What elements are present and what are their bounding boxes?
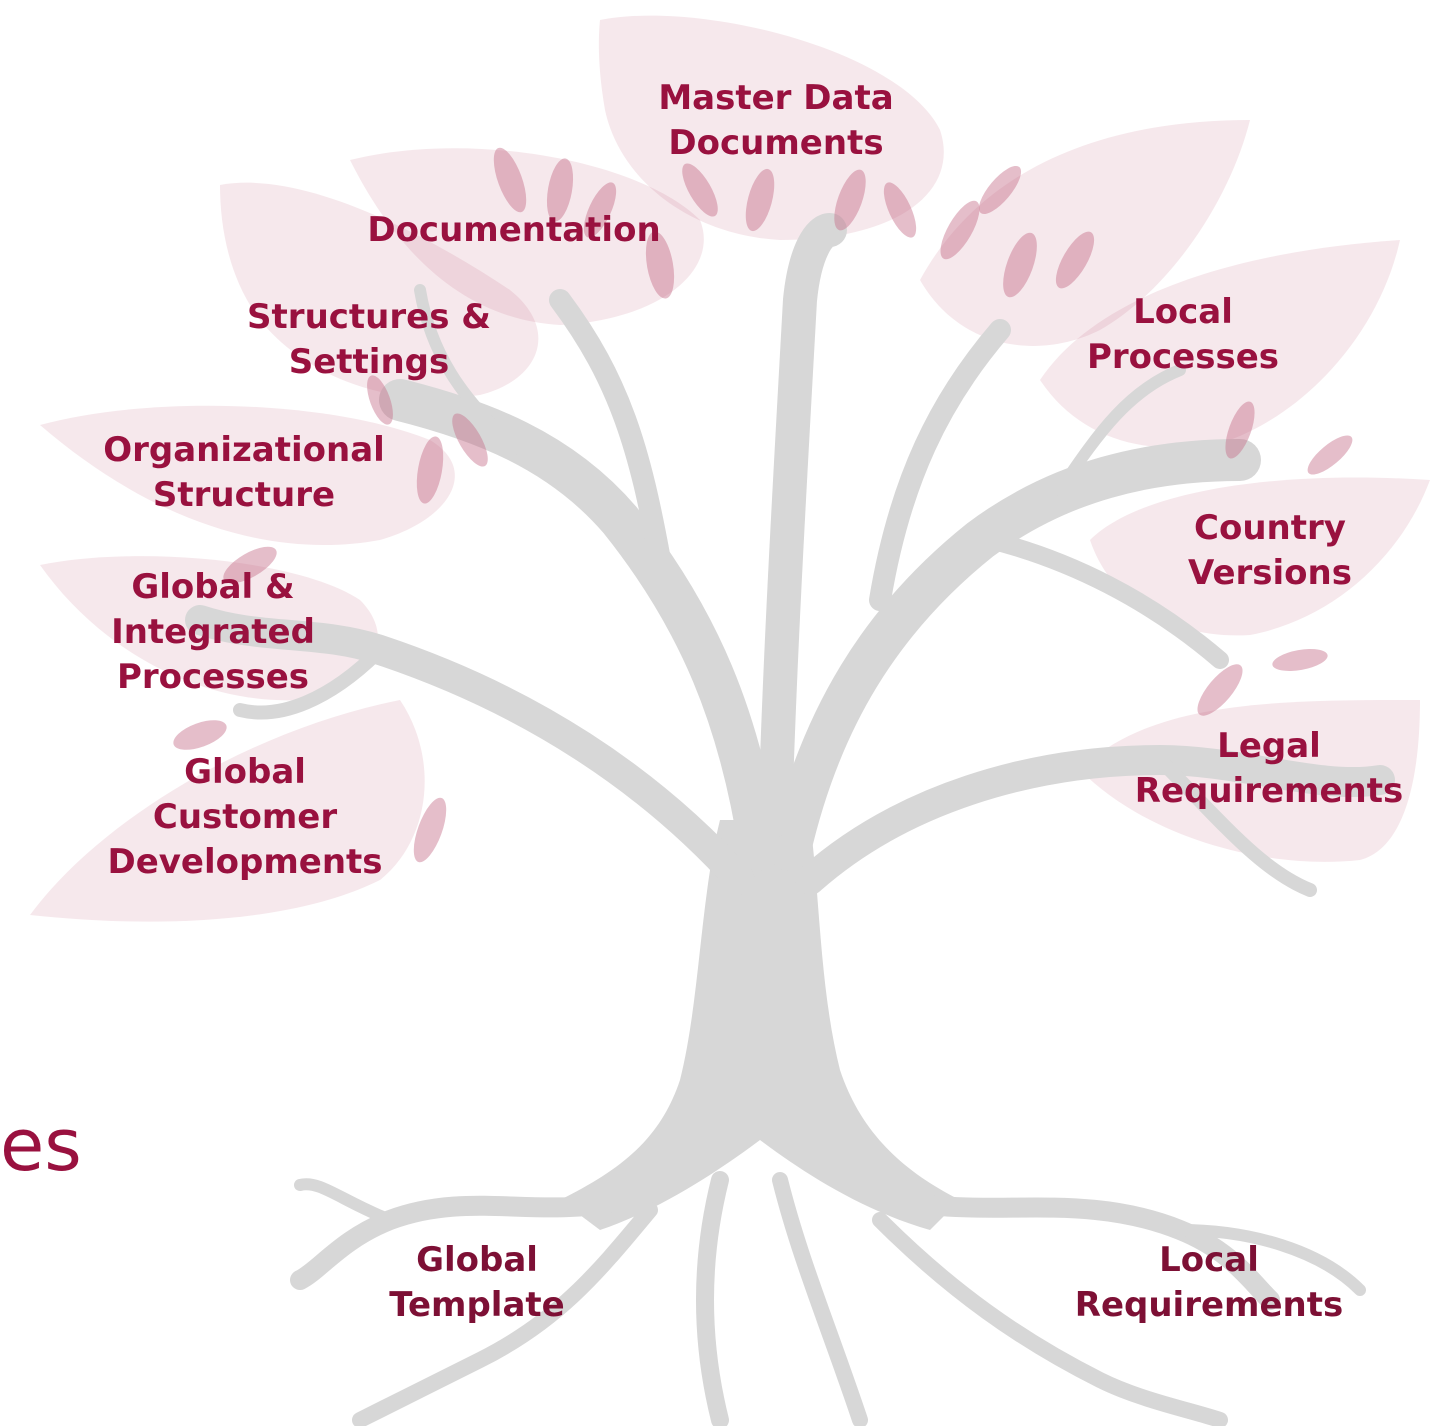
small-leaf (682, 163, 718, 217)
label-organizational-structure: Organizational Structure (103, 430, 385, 515)
leaf-documentation (350, 148, 704, 325)
label-legal-requirements: Legal Requirements (1134, 726, 1404, 811)
partial-title-text: es (0, 1103, 82, 1187)
branch-left-low (185, 605, 755, 895)
leaf-top-center (598, 15, 944, 240)
branch-left-twig (414, 284, 526, 456)
small-leaf (1197, 664, 1243, 716)
root-center-2 (772, 1172, 868, 1426)
small-leaf (978, 165, 1022, 215)
label-local-requirements: Local Requirements (1074, 1240, 1344, 1325)
branch-right-tip (1153, 753, 1317, 897)
small-leaf (1055, 231, 1095, 289)
branch-right-top (869, 319, 1011, 611)
small-leaf (883, 182, 917, 238)
trunk (560, 820, 960, 1230)
branch-left-tip (233, 643, 387, 720)
branch-right-twig (1054, 364, 1186, 496)
small-leaf (645, 231, 675, 299)
root-left-2 (352, 1202, 658, 1426)
label-documentation: Documentation (367, 210, 661, 250)
leaf-top-right (920, 120, 1250, 346)
small-leaf (493, 147, 527, 213)
branch-left-top (549, 289, 671, 571)
label-global-integrated-processes: Global & Integrated Processes (111, 567, 315, 697)
label-global-template: Global Template (389, 1240, 565, 1325)
small-leaf (1225, 401, 1255, 459)
label-country-versions: Country Versions (1188, 508, 1352, 593)
small-leaf (1003, 232, 1037, 298)
branch-main-left (379, 379, 781, 871)
small-leaf (416, 436, 444, 504)
label-local-processes: Local Processes (1086, 292, 1280, 377)
leaf-organizational (40, 405, 455, 546)
small-leaf (223, 546, 277, 584)
root-left-1 (290, 1190, 630, 1290)
label-global-customer-developments: Global Customer Developments (107, 752, 383, 882)
branch-right-low (795, 744, 1395, 895)
root-right-2 (872, 1212, 1228, 1426)
leaf-global-customer (30, 700, 425, 922)
small-leaf (583, 182, 617, 238)
branch-center (758, 213, 847, 837)
label-structures-settings: Structures & Settings (247, 297, 491, 382)
small-leaf (745, 168, 775, 232)
small-leaf (834, 169, 866, 231)
small-leaf (413, 797, 447, 863)
leaf-country (1090, 477, 1430, 636)
label-master-data-documents: Master Data Documents (658, 78, 894, 163)
tree-silhouette (185, 213, 1395, 1426)
small-leaf (1272, 649, 1328, 671)
root-far-right (1174, 1224, 1366, 1296)
small-leaf (940, 200, 980, 260)
small-leaf (546, 158, 574, 222)
root-center-1 (696, 1171, 729, 1426)
small-leaves (173, 147, 1353, 863)
branch-main-right (769, 439, 1261, 871)
root-far-left (294, 1178, 396, 1226)
small-leaf (173, 720, 227, 750)
branch-right-mid (981, 531, 1229, 669)
root-right-1 (890, 1190, 1280, 1310)
small-leaf (367, 375, 393, 425)
small-leaf (1307, 435, 1353, 475)
leaf-structures (220, 182, 539, 399)
small-leaf (452, 413, 488, 467)
